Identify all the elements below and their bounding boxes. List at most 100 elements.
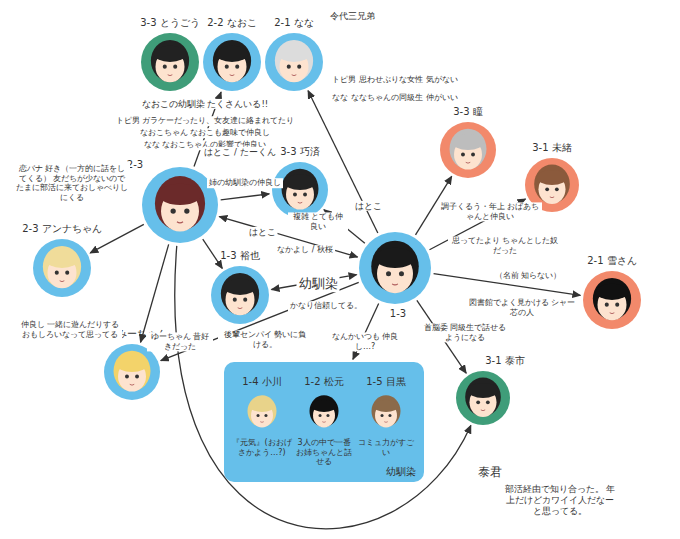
person-name: 3-1 未緒 bbox=[532, 142, 572, 154]
eye bbox=[173, 65, 177, 69]
mouth bbox=[481, 409, 485, 411]
relation-connector bbox=[141, 244, 169, 342]
hair-back bbox=[534, 164, 570, 203]
eye bbox=[257, 414, 260, 417]
hair-back bbox=[593, 278, 631, 320]
mouth bbox=[550, 196, 554, 198]
person-circle: 1-2 松元3人の中で一番 お姉ちゃんと話せる bbox=[302, 390, 346, 434]
hair-bangs bbox=[250, 400, 275, 412]
face-illustration bbox=[440, 122, 496, 178]
face-illustration bbox=[104, 344, 160, 400]
mouth bbox=[610, 312, 615, 314]
relation-label: 首脳委 同級生で話せるようになる bbox=[418, 323, 512, 342]
eye bbox=[163, 65, 167, 69]
person-circle: 1-3 裕也 bbox=[211, 266, 269, 324]
note-label: はとこ / たーくん bbox=[202, 147, 277, 157]
relation-label: 幼馴染 bbox=[297, 276, 340, 292]
hair-back bbox=[43, 246, 81, 288]
note-label: トピ男 ガラケーだったり、女友達に絡まれてたり bbox=[114, 116, 297, 126]
hair-back bbox=[221, 273, 259, 315]
person-circle: 2-2 なおこ bbox=[203, 33, 261, 91]
eye bbox=[225, 65, 229, 69]
relation-label: なんかいつも 仲良し…? bbox=[328, 332, 402, 351]
mouth bbox=[466, 162, 470, 164]
mouth bbox=[292, 74, 297, 76]
person-name: 1-5 目黒 bbox=[366, 376, 406, 388]
eye bbox=[605, 303, 609, 307]
eye bbox=[326, 414, 329, 417]
hair-bangs bbox=[374, 400, 399, 412]
relation-label: 図書館でよく見かける シャー芯の人 bbox=[465, 298, 579, 317]
relation-connector bbox=[203, 239, 223, 268]
hair-back bbox=[247, 395, 276, 427]
face-illustration bbox=[272, 162, 328, 218]
relation-label: 姉の幼馴染の仲良し bbox=[207, 178, 283, 188]
note-label: 泰君 bbox=[476, 465, 504, 479]
relation-label: 思ってたより ちゃんとした奴だった bbox=[448, 236, 562, 255]
hair-bangs bbox=[224, 279, 256, 295]
eye bbox=[171, 208, 176, 213]
hair-back bbox=[371, 241, 419, 293]
person-circle: 2-3 みーちゃん bbox=[104, 344, 160, 400]
face-illustration bbox=[240, 390, 284, 434]
hair-back bbox=[309, 395, 338, 427]
relation-label: なかよし / 秋桜 bbox=[275, 245, 335, 255]
eye bbox=[461, 153, 465, 157]
eye bbox=[615, 303, 619, 307]
relation-label: ゆーちゃん 昔好きだった bbox=[147, 332, 213, 351]
eye bbox=[319, 414, 322, 417]
hair-bangs bbox=[159, 184, 202, 205]
eye bbox=[388, 414, 391, 417]
group-band: 幼馴染 1-4 小川『元気』(おおげさかよう…?) 1-2 松元3人の中で一番 お姉… bbox=[224, 362, 424, 482]
relation-label: 仲良し 一緒に遊んだりする おもしろいなって思ってる bbox=[18, 320, 122, 339]
hair-bangs bbox=[468, 383, 498, 398]
eye bbox=[297, 65, 301, 69]
hair-back bbox=[155, 176, 205, 231]
note-label: なおこちゃん なおこも趣味で仲良し bbox=[138, 128, 273, 138]
person-note: 3人の中で一番 お姉ちゃんと話せる bbox=[294, 438, 354, 467]
person-name: 3-1 泰市 bbox=[485, 355, 525, 367]
mouth bbox=[260, 421, 264, 423]
person-circle: 3-3 瞳 bbox=[440, 122, 496, 178]
eye bbox=[476, 400, 480, 404]
face-illustration bbox=[583, 271, 641, 329]
hair-back bbox=[282, 169, 319, 209]
face-illustration bbox=[302, 390, 346, 434]
hair-bangs bbox=[312, 400, 337, 412]
mouth bbox=[168, 74, 173, 76]
hair-bangs bbox=[216, 46, 248, 62]
eye bbox=[65, 271, 69, 275]
person-circle: 1-3 bbox=[359, 232, 431, 304]
eye bbox=[555, 187, 559, 191]
mouth bbox=[230, 74, 235, 76]
person-name: 1-3 bbox=[390, 308, 406, 320]
face-illustration bbox=[364, 390, 408, 434]
eye bbox=[303, 193, 307, 197]
relation-label: 調子くるう・年上 おばあちゃんと仲良い bbox=[438, 202, 542, 221]
group-label: 幼馴染 bbox=[386, 466, 416, 478]
person-circle: 1-4 小川『元気』(おおげさかよう…?) bbox=[240, 390, 284, 434]
face-illustration bbox=[203, 33, 261, 91]
eye bbox=[233, 298, 237, 302]
hair-bangs bbox=[375, 248, 415, 268]
eye bbox=[471, 153, 475, 157]
eye bbox=[184, 208, 189, 213]
eye bbox=[486, 400, 490, 404]
hair-bangs bbox=[537, 170, 567, 185]
person-name: 2-2 なおこ bbox=[207, 17, 257, 29]
eye bbox=[293, 193, 297, 197]
face-illustration bbox=[141, 33, 199, 91]
hair-bangs bbox=[46, 252, 78, 268]
hair-bangs bbox=[278, 46, 310, 62]
face-illustration bbox=[456, 371, 510, 425]
hair-bangs bbox=[596, 284, 628, 300]
note-label: はとこ bbox=[353, 201, 384, 211]
hair-back bbox=[275, 40, 313, 82]
hair-back bbox=[213, 40, 251, 82]
mouth bbox=[60, 280, 65, 282]
person-name: 1-3 裕也 bbox=[220, 250, 260, 262]
hair-back bbox=[151, 40, 189, 82]
hair-bangs bbox=[116, 356, 147, 372]
person-circle: 1-5 目黒コミュ力がすごい bbox=[364, 390, 408, 434]
